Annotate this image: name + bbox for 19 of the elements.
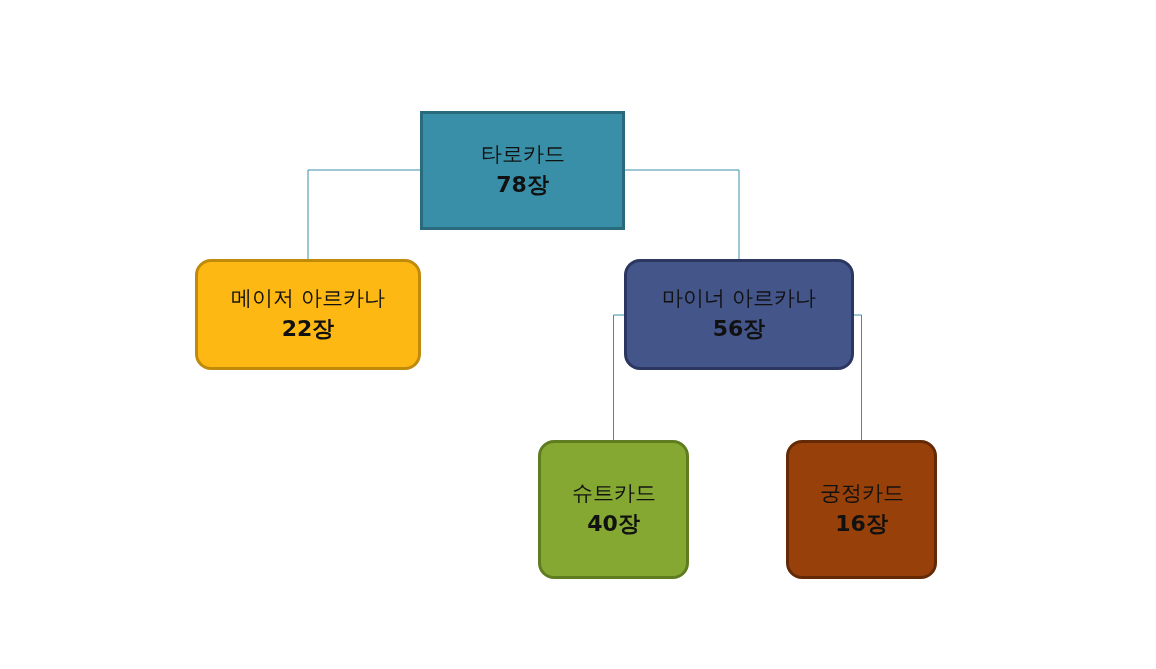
connector-line bbox=[307, 169, 421, 260]
node-title: 마이너 아르카나 bbox=[662, 285, 816, 313]
category-box bbox=[624, 259, 854, 370]
card-count: 78장 bbox=[496, 170, 549, 199]
connector-line bbox=[853, 314, 862, 441]
node-title: 궁정카드 bbox=[819, 480, 904, 508]
category-box bbox=[195, 259, 421, 370]
node-title: 메이저 아르카나 bbox=[231, 285, 385, 313]
card-count: 40장 bbox=[587, 509, 640, 538]
node-title: 슈트카드 bbox=[571, 480, 656, 508]
category-box bbox=[538, 440, 689, 579]
root-box bbox=[420, 111, 625, 230]
card-count: 22장 bbox=[281, 314, 335, 343]
card-count: 56장 bbox=[712, 314, 766, 343]
card-count: 16장 bbox=[835, 509, 888, 538]
connector-line bbox=[613, 314, 625, 441]
connector-line bbox=[624, 169, 740, 260]
node-title: 타로카드 bbox=[480, 141, 565, 169]
category-box bbox=[786, 440, 937, 579]
